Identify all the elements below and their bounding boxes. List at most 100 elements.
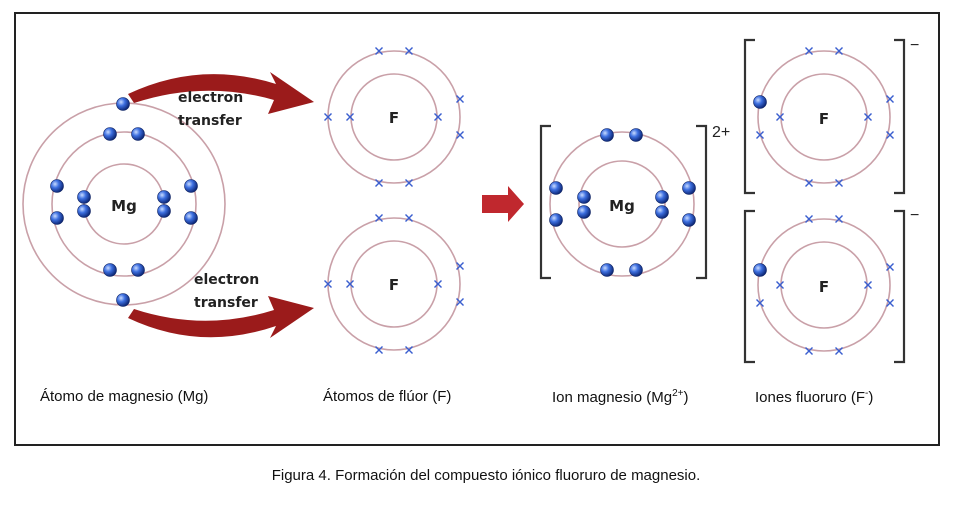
cross-stroke [375,179,383,187]
cross-stroke [886,131,894,139]
figure-caption: Figura 4. Formación del compuesto iónico… [271,467,701,484]
cross-stroke [456,298,464,306]
electron-dot [77,204,91,218]
electron-transfer-top-line1: electron [178,90,243,106]
caption-f-ions: Iones fluoruro (F-) [755,388,874,406]
f-ion-top-bracket-left [743,38,755,195]
cross-stroke [375,47,383,55]
mg-atom-symbol: Mg [111,197,137,215]
electron-dot [577,190,591,204]
electron-dot [682,213,696,227]
f-ion-top-bracket-right [894,38,906,195]
cross-stroke [835,47,843,55]
electron-cross [835,347,843,355]
electron-dot [577,205,591,219]
cross-stroke [886,299,894,307]
caption-mg-ion: Ion magnesio (Mg2+) [552,388,689,406]
f-ion-bottom-orbit-2 [757,218,891,352]
electron-transfer-arrow-top [128,72,314,114]
electron-dot [753,263,767,277]
f-atom-top-orbit-1 [350,73,438,161]
cross-stroke [805,215,813,223]
electron-dot [50,179,64,193]
cross-stroke [776,281,784,289]
electron-dot [600,128,614,142]
electron-cross [805,347,813,355]
electron-cross [405,47,413,55]
cross-stroke [835,215,843,223]
electron-dot [655,190,669,204]
cross-stroke [886,263,894,271]
electron-dot [131,263,145,277]
electron-cross [776,281,784,289]
cross-stroke [324,113,332,121]
f-ion-bottom-orbit-1 [780,241,868,329]
cross-stroke [886,95,894,103]
mg-ion-bracket-left [539,124,551,280]
electron-cross [456,262,464,270]
electron-dot [184,211,198,225]
electron-dot [116,97,130,111]
electron-cross [864,113,872,121]
mg-atom-orbit-1 [83,163,165,245]
electron-dot [549,181,563,195]
f-ion-bottom-bracket-left [743,209,755,364]
cross-stroke [456,131,464,139]
cross-stroke [375,346,383,354]
electron-cross [805,179,813,187]
electron-cross [886,299,894,307]
electron-dot [50,211,64,225]
electron-dot [629,128,643,142]
f-atom-bottom-orbit-1 [350,240,438,328]
f-ion-bottom-charge: − [910,207,919,224]
f-ion-top-symbol: F [819,110,829,128]
electron-cross [456,131,464,139]
electron-cross [346,280,354,288]
cross-stroke [776,113,784,121]
electron-dot [682,181,696,195]
electron-cross [864,281,872,289]
cross-stroke [756,131,764,139]
electron-cross [434,280,442,288]
electron-cross [405,214,413,222]
cross-stroke [864,281,872,289]
cross-stroke [456,95,464,103]
cross-stroke [864,113,872,121]
electron-cross [886,263,894,271]
cross-stroke [324,280,332,288]
electron-cross [805,47,813,55]
electron-dot [157,204,171,218]
electron-cross [405,179,413,187]
electron-cross [434,113,442,121]
cross-stroke [405,346,413,354]
electron-cross [375,47,383,55]
cross-stroke [434,113,442,121]
cross-stroke [434,280,442,288]
reaction-arrow [482,186,524,222]
electron-cross [835,215,843,223]
electron-cross [456,298,464,306]
electron-cross [375,346,383,354]
mg-ion-symbol: Mg [609,197,635,215]
electron-dot [549,213,563,227]
mg-atom-orbit-2 [51,131,197,277]
electron-dot [629,263,643,277]
electron-dot [157,190,171,204]
mg-ion-bracket-right [696,124,708,280]
electron-dot [600,263,614,277]
electron-cross [324,280,332,288]
cross-stroke [805,47,813,55]
f-ion-top-orbit-2 [757,50,891,184]
electron-dot [184,179,198,193]
mg-ion-charge: 2+ [712,124,730,141]
electron-cross [324,113,332,121]
mg-ion-orbit-1 [578,160,666,248]
electron-dot [103,127,117,141]
electron-cross [835,179,843,187]
f-ion-bottom-bracket-right [894,209,906,364]
electron-dot [77,190,91,204]
electron-cross [776,113,784,121]
cross-stroke [805,179,813,187]
electron-cross [756,131,764,139]
electron-cross [756,299,764,307]
